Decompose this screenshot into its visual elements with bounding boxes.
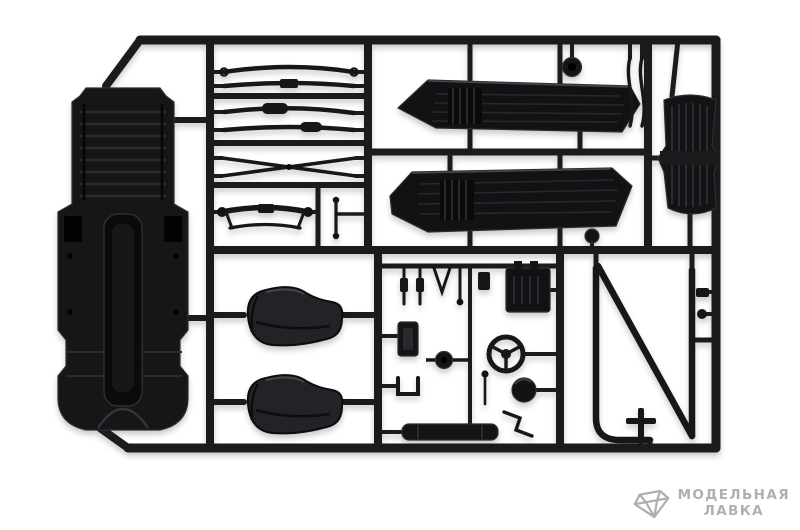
watermark-line2: ЛАВКА: [703, 503, 765, 519]
watermark-line1: МОДЕЛЬНАЯ: [677, 487, 790, 504]
radiator-grille-part: [657, 94, 721, 215]
bed-side-panel-lower: [389, 167, 633, 233]
chassis-floor-pan-part: [57, 87, 189, 431]
t-bracket-part: [626, 408, 656, 442]
crossed-tie-rod-parts: [220, 156, 358, 178]
sprue-runners: [96, 35, 721, 453]
shock-absorber-parts: [400, 266, 490, 306]
sprue: [57, 35, 721, 453]
leaf-spring-parts: [219, 64, 359, 89]
engine-block-part: [505, 261, 551, 313]
spare-disc-part: [511, 377, 537, 403]
front-axle-part: [217, 196, 340, 240]
trim-strip-parts: [626, 56, 646, 128]
pulley-axle-part: [426, 350, 470, 370]
dash-frame-part: [397, 321, 419, 357]
bed-side-panel-upper: [396, 79, 641, 133]
muffler-bar-part: [401, 423, 499, 441]
windshield-frame-part: [592, 262, 696, 444]
knob-part: [584, 228, 600, 244]
watermark: МОДЕЛЬНАЯ ЛАВКА: [633, 486, 790, 522]
small-clip-parts: [696, 288, 709, 319]
bracket-parts: [396, 370, 534, 438]
steering-wheel-part: [486, 334, 526, 374]
seat-rear-part: [246, 374, 344, 435]
seat-front-part: [246, 286, 344, 347]
fuel-cap-part: [561, 56, 583, 78]
watermark-text: МОДЕЛЬНАЯ ЛАВКА: [678, 488, 790, 519]
exhaust-pipe-parts: [221, 103, 357, 133]
gem-icon: [633, 489, 670, 519]
